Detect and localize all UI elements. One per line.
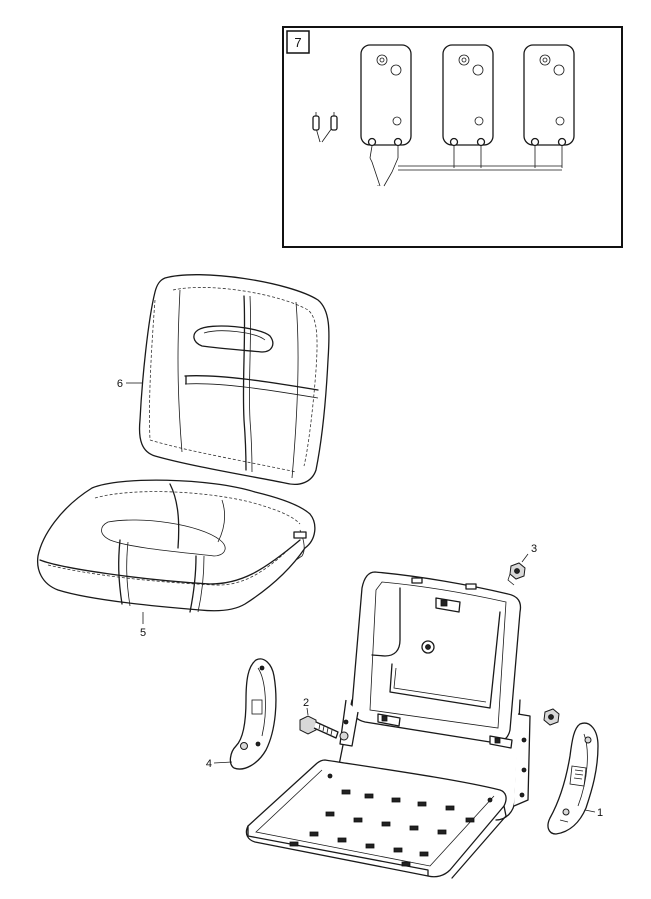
callout-part4: 4 bbox=[206, 758, 233, 770]
wiring-harness bbox=[312, 112, 563, 237]
heating-pad-left bbox=[360, 44, 412, 146]
callout-part1: 1 bbox=[584, 807, 603, 819]
bolt bbox=[299, 715, 349, 741]
seat-cushion bbox=[36, 479, 316, 613]
callout-label-part4: 4 bbox=[206, 758, 212, 770]
callout-label-part1: 1 bbox=[597, 807, 603, 819]
inset-label-box bbox=[286, 30, 310, 54]
callout-part3: 3 bbox=[521, 543, 537, 563]
inset-frame bbox=[282, 26, 623, 248]
seat-frame bbox=[245, 571, 531, 879]
callout-part5: 5 bbox=[140, 612, 146, 639]
callout-label-part6: 6 bbox=[117, 378, 123, 390]
callout-part2: 2 bbox=[303, 697, 309, 716]
side-cover-left bbox=[229, 658, 277, 770]
backrest-cushion bbox=[138, 274, 330, 485]
heating-pad-right bbox=[523, 44, 575, 146]
callout-label-part3: 3 bbox=[531, 543, 537, 555]
inset-label: 7 bbox=[294, 35, 301, 50]
heating-pad-middle bbox=[442, 44, 494, 146]
callout-part6: 6 bbox=[117, 378, 142, 390]
callout-label-part5: 5 bbox=[140, 627, 146, 639]
heating-element-inset: 7 bbox=[282, 26, 623, 248]
hex-nut-right bbox=[543, 708, 560, 726]
pad-terminals bbox=[367, 137, 567, 159]
hex-nut bbox=[507, 562, 526, 586]
callout-label-part2: 2 bbox=[303, 697, 309, 709]
seat-pan-slots bbox=[289, 773, 493, 867]
side-cover-right bbox=[547, 722, 599, 835]
